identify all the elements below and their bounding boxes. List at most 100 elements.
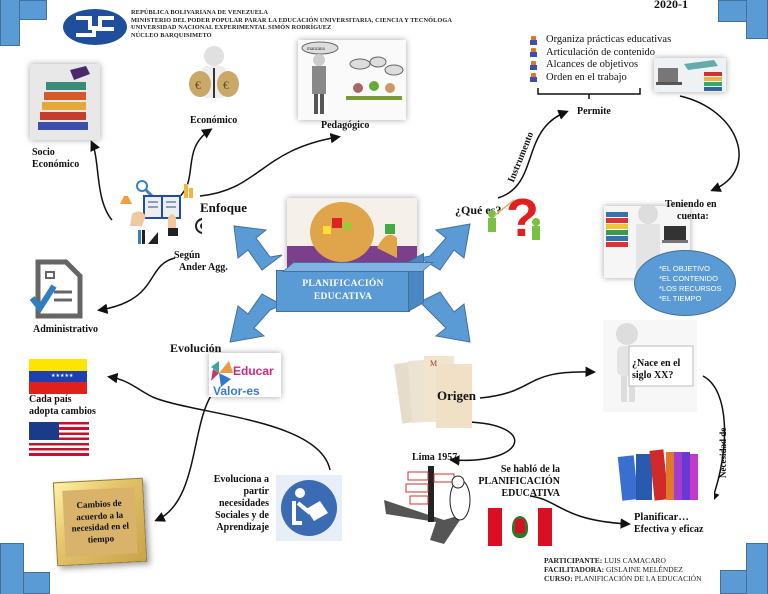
arrow-to-evolucion <box>229 293 284 343</box>
evoluciona-line: partir <box>243 486 269 497</box>
credit-value: GISLAINE MELÉNDEZ <box>606 565 683 574</box>
economico-label: Económico <box>190 115 238 126</box>
link-hablo-planificar <box>529 495 631 529</box>
credit-label: CURSO: <box>544 574 573 583</box>
document-check-icon <box>28 258 88 322</box>
credit-label: PARTICIPANTE: <box>544 556 603 565</box>
evoluciona-line: Sociales y de <box>215 510 269 521</box>
evoluciona-label: Evoluciona a partir necesidades Sociales… <box>205 474 269 534</box>
socio-economico-label: Socio Económico <box>32 147 79 171</box>
hablo-line: EDUCATIVA <box>501 488 560 499</box>
link-evolucion-paises <box>107 372 331 471</box>
permite-item: Organiza prácticas educativas <box>530 34 671 47</box>
cada-pais-line1: Cada país <box>29 394 72 405</box>
enfoque-label: Enfoque <box>200 200 247 215</box>
reading-person-icon <box>276 475 342 541</box>
money-bags-icon: € € <box>178 44 250 108</box>
question-mark-people-icon: ? <box>484 186 550 248</box>
university-logo-icon <box>62 8 128 46</box>
planificar-subtitle: Efectiva y eficaz <box>634 524 704 535</box>
lima-label: Lima 1957 <box>412 452 458 463</box>
header-line: NÚCLEO BARQUISIMETO <box>131 31 212 39</box>
link-origen-nace <box>479 366 596 399</box>
header-line: UNIVERSIDAD NACIONAL EXPERIMENTAL SIMÓN … <box>131 24 332 32</box>
binders-icon <box>606 448 714 504</box>
credit-facilitadora: FACILITADORA: GISLAINE MELÉNDEZ <box>544 565 702 574</box>
period-label: 2020-1 <box>654 0 688 11</box>
administrativo-label: Administrativo <box>33 324 98 335</box>
evoluciona-line: Aprendizaje <box>216 522 269 533</box>
credits: PARTICIPANTE: LUIS CAMACARO FACILITADORA… <box>544 556 702 583</box>
consideration-item: *EL TIEMPO <box>659 294 702 303</box>
cada-pais-label: Cada país adopta cambios <box>29 394 96 418</box>
header-line: MINISTERIO DEL PODER POPULAR PARAR LA ED… <box>131 16 453 24</box>
teniendo-line1: Teniendo en <box>665 199 717 210</box>
link-origen-lima <box>449 421 516 466</box>
permite-item: Articulación de contenido <box>530 47 671 60</box>
link-enfoque-pedagogico <box>199 133 341 197</box>
evoluciona-line: Evoluciona a <box>213 474 269 485</box>
speech-bubble-text: manzana <box>307 47 326 52</box>
planificar-title: Planificar… <box>634 512 689 523</box>
classroom-teacher-icon: manzana <box>298 40 406 120</box>
central-box-top <box>282 262 434 272</box>
credit-value: LUIS CAMACARO <box>604 556 666 565</box>
enfoque-author: Según Ander Agg. <box>174 250 228 274</box>
bullet-icon <box>530 73 538 83</box>
old-documents-icon: M <box>393 352 474 432</box>
peru-flag-icon <box>488 508 552 546</box>
link-enfoque-economico <box>177 128 213 199</box>
link-enfoque-socio <box>90 140 113 221</box>
link-evolucion-cambios <box>154 389 216 522</box>
central-topic-line2: EDUCATIVA <box>313 292 373 302</box>
credit-label: FACILITADORA: <box>544 565 605 574</box>
books-stack-icon <box>30 64 100 140</box>
credit-value: PLANIFICACIÓN DE LA EDUCACIÓN <box>574 574 702 583</box>
svg-text:€: € <box>195 78 201 92</box>
nace-line2: siglo XX? <box>632 370 674 381</box>
cambios-box: Cambios de acuerdo a la necesidad en el … <box>52 477 148 567</box>
permite-item: Orden en el trabajo <box>530 72 671 85</box>
socio-economico-line1: Socio <box>32 147 55 158</box>
permite-item: Alcances de objetivos <box>530 59 671 72</box>
credit-curso: CURSO: PLANIFICACIÓN DE LA EDUCACIÓN <box>544 574 702 583</box>
permite-item-text: Articulación de contenido <box>546 46 656 58</box>
permite-item-text: Orden en el trabajo <box>546 71 627 83</box>
permite-item-text: Alcances de objetivos <box>546 59 639 70</box>
laptop-books-icon <box>654 58 726 92</box>
educar-valores-image: Educar Valor-es <box>209 353 281 397</box>
hablo-label: Se habló de la PLANIFICACIÓN EDUCATIVA <box>468 464 560 500</box>
bracket <box>537 88 641 99</box>
central-topic-box: PLANIFICACIÓN EDUCATIVA <box>276 270 410 312</box>
pedagogico-label: Pedagógico <box>321 120 370 131</box>
teniendo-line2: cuenta: <box>677 211 709 222</box>
permite-label: Permite <box>577 106 611 117</box>
bullet-icon <box>530 35 538 45</box>
arrow-to-origen <box>419 291 471 343</box>
link-quees-permite <box>497 109 569 199</box>
venezuela-flag-icon: ★★★★★ <box>29 359 87 394</box>
credit-participante: PARTICIPANTE: LUIS CAMACARO <box>544 556 702 565</box>
person-sign-icon <box>603 320 697 412</box>
educar-text: Educar <box>233 364 274 378</box>
cada-pais-line2: adopta cambios <box>29 406 96 417</box>
link-nace-planificar <box>702 375 726 503</box>
thinking-head-puzzle-icon <box>287 198 417 270</box>
corner-decoration-bottom-left-v <box>0 543 24 594</box>
arrow-to-quees <box>418 223 471 271</box>
corner-decoration-top-left-v <box>0 0 20 46</box>
valores-text: Valor-es <box>213 384 260 397</box>
permite-list: Organiza prácticas educativas Articulaci… <box>530 34 671 84</box>
evolucion-label: Evolución <box>170 341 222 355</box>
cambios-box-content: Cambios de acuerdo a la necesidad en el … <box>62 487 138 557</box>
teniendo-label: Teniendo en cuenta: <box>665 199 717 223</box>
consideration-item: *LOS RECURSOS <box>659 284 722 293</box>
consideration-item: *EL OBJETIVO <box>659 264 710 273</box>
nace-label: ¿Nace en el siglo XX? <box>632 358 680 382</box>
link-enfoque-administrativo <box>97 257 176 314</box>
link-permite-teniendo <box>679 95 740 192</box>
usa-flag-icon <box>29 422 89 456</box>
bullet-icon <box>530 60 538 70</box>
hablo-line: PLANIFICACIÓN <box>478 476 560 487</box>
